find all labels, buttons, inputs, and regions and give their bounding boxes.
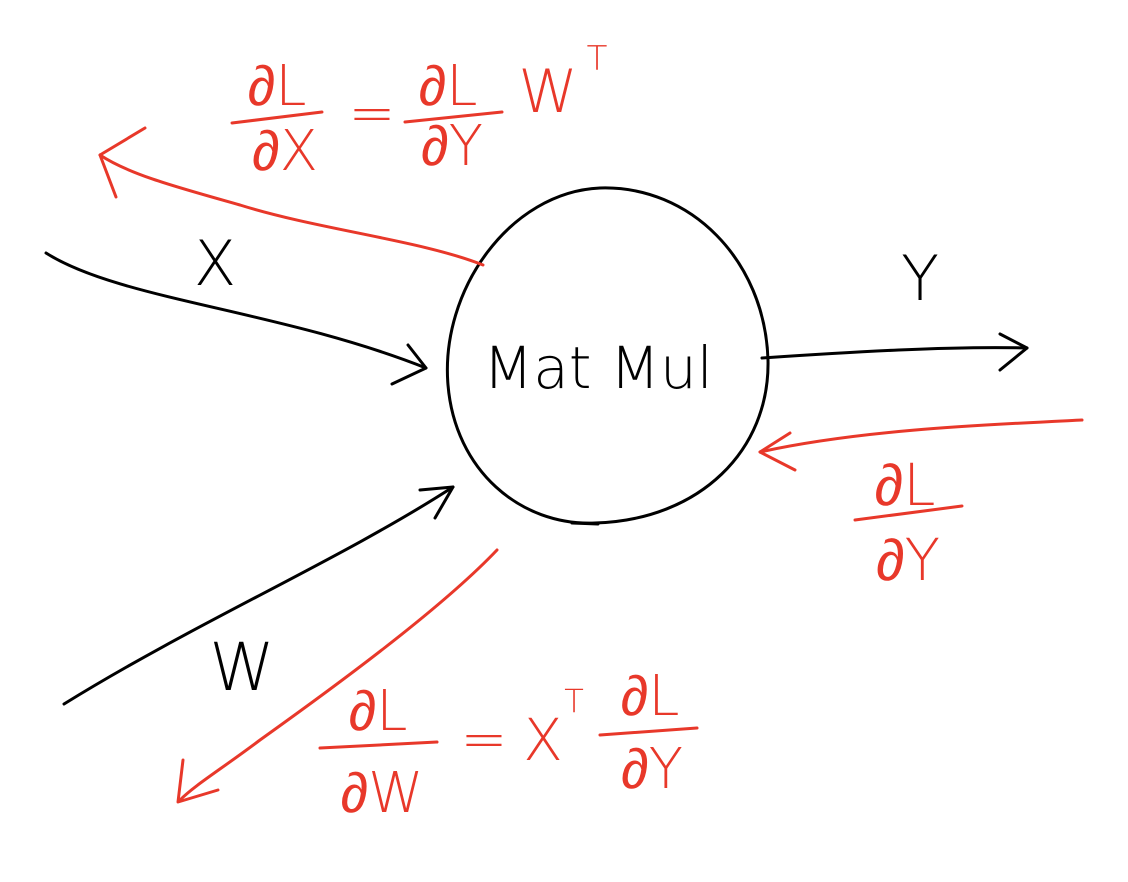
dL-dX-rhs-superscript: T	[587, 39, 608, 79]
dL-dX-numerator: ∂L	[248, 54, 307, 119]
dL-dY-fraction-bar	[853, 504, 964, 522]
w-input-arrow	[62, 485, 455, 706]
dL-dY-arrowhead	[758, 431, 797, 472]
w-input-arrowhead	[418, 485, 455, 520]
dL-dW-arrowhead	[176, 758, 220, 804]
dL-dX-rhs-fraction-bar	[403, 110, 504, 124]
dL-dX-denominator: ∂X	[252, 119, 318, 184]
dL-dW-arrow	[178, 548, 499, 802]
dL-dY-arrow	[758, 418, 1084, 454]
dL-dW-numerator: ∂L	[349, 679, 408, 744]
w-input-label: W	[209, 629, 274, 706]
y-output-arrowhead	[998, 332, 1029, 372]
x-input-label: X	[194, 227, 236, 300]
dL-dX-arrowhead	[98, 126, 147, 199]
x-input-arrow	[44, 251, 428, 370]
matmul-node-circle-tick	[570, 521, 600, 526]
dL-dX-fraction-bar	[230, 110, 324, 125]
dL-dW-rhs-numerator: ∂L	[621, 664, 680, 729]
x-input-arrowhead	[390, 343, 428, 386]
dL-dW-rhs-denominator: ∂Y	[621, 737, 683, 802]
dL-dY-denominator: ∂Y	[876, 526, 940, 594]
dL-dW-fraction-bar	[318, 740, 439, 750]
dL-dX-rhs-factor: W	[518, 57, 577, 127]
dL-dW-rhs-superscript: T	[564, 682, 584, 720]
dL-dX-rhs-numerator: ∂L	[419, 54, 478, 119]
y-output-arrow	[760, 346, 1029, 360]
dL-dW-rhs-fraction-bar	[598, 726, 699, 737]
y-output-label: Y	[901, 242, 939, 315]
dL-dY-fraction: ∂L ∂Y	[853, 451, 964, 594]
dL-dX-arrow	[98, 153, 485, 267]
dL-dY-numerator: ∂L	[875, 451, 936, 519]
dL-dW-equation: ∂L ∂W = X T ∂L ∂Y	[318, 664, 699, 826]
node-label: Mat Mul	[483, 334, 713, 402]
dL-dX-equals: =	[349, 81, 396, 146]
dL-dW-denominator: ∂W	[340, 761, 423, 826]
dL-dW-rhs-factor: X	[523, 706, 563, 774]
dL-dX-equation: ∂L ∂X = ∂L ∂Y W T	[230, 39, 608, 184]
dL-dW-equals: =	[461, 707, 508, 772]
dL-dX-rhs-denominator: ∂Y	[421, 114, 483, 179]
